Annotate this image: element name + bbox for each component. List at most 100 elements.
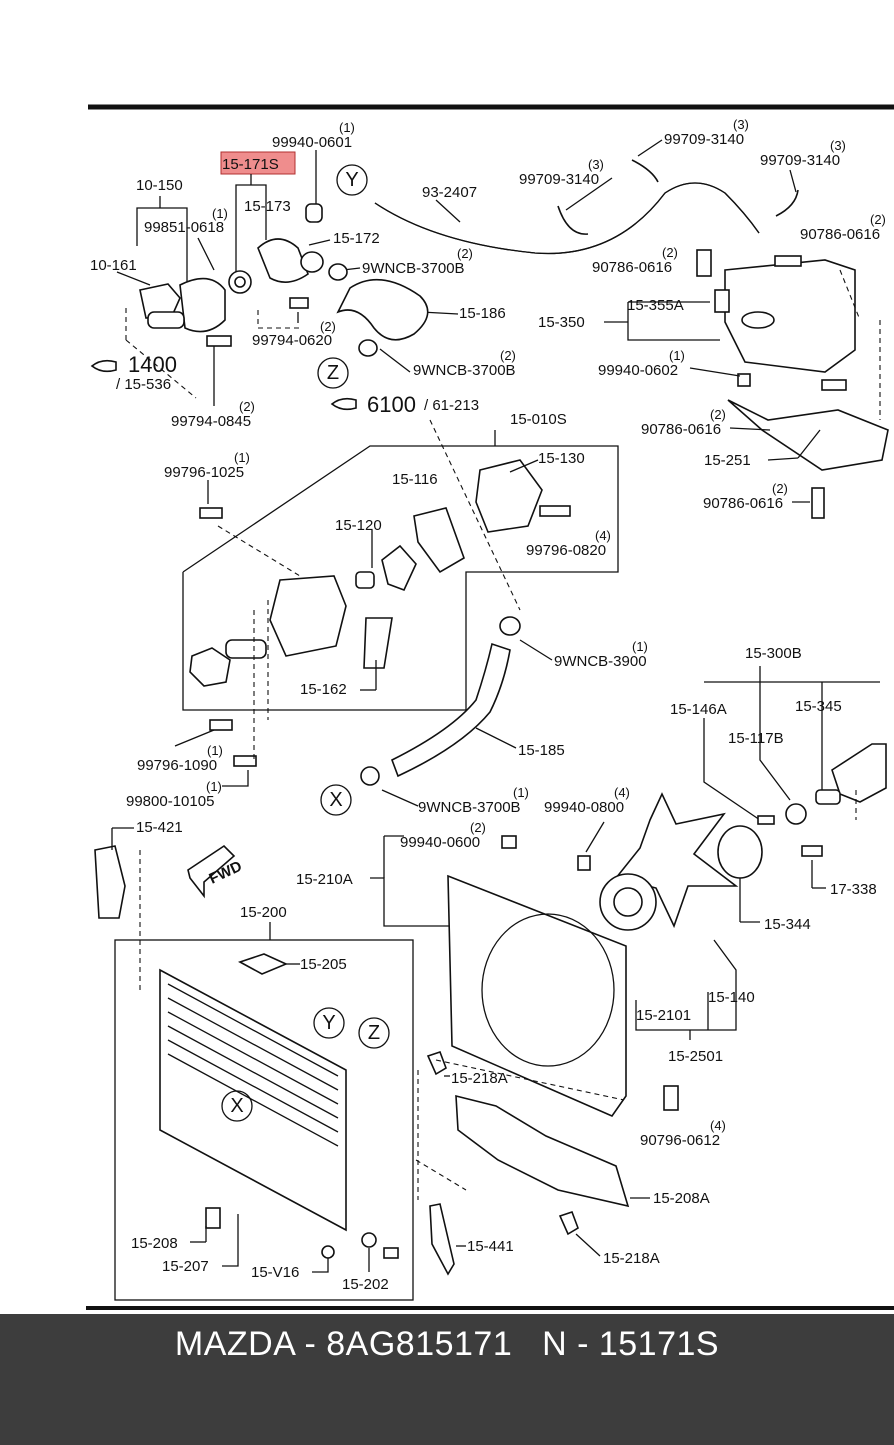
callout-label: 93-2407	[422, 184, 477, 201]
callout-qty: (1)	[513, 785, 529, 800]
radiator-cap-15-205	[238, 953, 289, 975]
radiator-group	[94, 827, 414, 1301]
hose-15-185	[390, 642, 511, 778]
bolt-99794-0620	[289, 297, 309, 309]
callout-label: 15-010S	[510, 411, 567, 428]
callout-label: 10-150	[136, 177, 183, 194]
callout-label: 15-350	[538, 314, 585, 331]
bracket-15-162	[363, 617, 393, 669]
panel-15-421	[94, 845, 126, 919]
idler-15-117b	[785, 803, 807, 825]
callout-label: 99794-0620	[252, 332, 332, 349]
fan-shroud-group	[370, 835, 679, 1276]
callout-qty: (2)	[710, 407, 726, 422]
callout-label: 99940-0800	[544, 799, 624, 816]
lower-hose-group	[360, 616, 553, 807]
callout-label: 15-205	[300, 956, 347, 973]
clamp-lower	[358, 339, 378, 357]
callout-label: 99796-0820	[526, 542, 606, 559]
seal-15-208a	[455, 1094, 630, 1208]
callout-label: 15-171S	[222, 156, 279, 173]
cover-neck	[300, 251, 324, 273]
callout-label: 6100	[367, 392, 416, 417]
callout-label: 15-162	[300, 681, 347, 698]
callout-label: 90786-0616	[592, 259, 672, 276]
callout-label: 15-344	[764, 916, 811, 933]
callout-label: 99796-1025	[164, 464, 244, 481]
callout-qty: (1)	[207, 743, 223, 758]
plug-15-v16	[321, 1245, 335, 1259]
callout-label: 99940-0600	[400, 834, 480, 851]
bolt-99796-1025	[199, 507, 223, 519]
callout-label: 15-207	[162, 1258, 209, 1275]
callout-label: 15-208A	[653, 1190, 710, 1207]
callout-label: 99709-3140	[664, 131, 744, 148]
callout-label: 90786-0616	[703, 495, 783, 512]
bolt-15-146a	[757, 815, 775, 825]
callout-label: 10-161	[90, 257, 137, 274]
callout-label: 15-355A	[627, 297, 684, 314]
callout-label: / 61-213	[424, 397, 479, 414]
marker-y-lower: Y	[322, 1012, 335, 1034]
bolt-99796-1090	[209, 719, 233, 731]
reservoir-group	[374, 139, 889, 519]
callout-label: 15-172	[333, 230, 380, 247]
bolt-90786-upper	[696, 249, 712, 277]
hose-15-186	[336, 278, 429, 341]
callout-label: 15-421	[136, 819, 183, 836]
bolt-90796-0612	[663, 1085, 679, 1111]
clamp-9wncb-3700b	[360, 766, 380, 786]
callout-label: 15-V16	[251, 1264, 299, 1281]
callout-label: 99794-0845	[171, 413, 251, 430]
callout-qty: (2)	[500, 348, 516, 363]
callout-label: 15-130	[538, 450, 585, 467]
clamp-9wncb-3900	[499, 616, 521, 636]
callout-qty: (3)	[830, 138, 846, 153]
fan-clutch-pulley-15-344	[717, 825, 763, 879]
callout-qty: (1)	[339, 120, 355, 135]
callout-qty: (2)	[470, 820, 486, 835]
pump-body	[269, 575, 347, 657]
deflector-15-441	[429, 1203, 455, 1276]
callout-label: 15-202	[342, 1276, 389, 1293]
callout-label: 15-146A	[670, 701, 727, 718]
pulley-boss	[815, 789, 841, 805]
callout-qty: (1)	[212, 206, 228, 221]
bolt-99800-10105	[233, 755, 257, 767]
callout-label: 9WNCB-3700B	[413, 362, 516, 379]
nut-99940-0602	[737, 373, 751, 387]
callout-label: 15-2501	[668, 1048, 723, 1065]
callout-label: 99800-10105	[126, 793, 214, 810]
fwd-arrow	[187, 844, 236, 899]
callout-qty: (2)	[320, 319, 336, 334]
gasket-10-161	[139, 283, 181, 319]
callout-label: 15-185	[518, 742, 565, 759]
callout-qty: (2)	[772, 481, 788, 496]
callout-qty: (2)	[239, 399, 255, 414]
callout-qty: (3)	[588, 157, 604, 172]
callout-label: 15-116	[392, 471, 438, 488]
callout-label: 1400	[128, 352, 177, 377]
marker-x-middle: X	[329, 789, 342, 811]
callout-label: 99796-1090	[137, 757, 217, 774]
thermostat-group	[116, 150, 459, 406]
callout-qty: (4)	[710, 1118, 726, 1133]
callout-qty: (3)	[733, 117, 749, 132]
callout-label: 15-140	[708, 989, 755, 1006]
callout-label: 15-441	[467, 1238, 514, 1255]
callout-label: 15-117B	[728, 730, 784, 747]
reservoir-tank	[724, 259, 856, 373]
pump-shaft	[225, 639, 267, 659]
callout-label: 15-218A	[603, 1250, 660, 1267]
callout-qty: (2)	[457, 246, 473, 261]
callout-label: 15-218A	[451, 1070, 508, 1087]
callout-label: 99709-3140	[519, 171, 599, 188]
impeller-15-120	[381, 544, 417, 592]
marker-y-upper: Y	[345, 169, 358, 191]
gasket-15-116	[413, 507, 465, 574]
bracket-15-251	[727, 399, 889, 471]
callout-label: 15-208	[131, 1235, 178, 1252]
callout-qty: (1)	[234, 450, 250, 465]
callout-qty: (2)	[662, 245, 678, 260]
